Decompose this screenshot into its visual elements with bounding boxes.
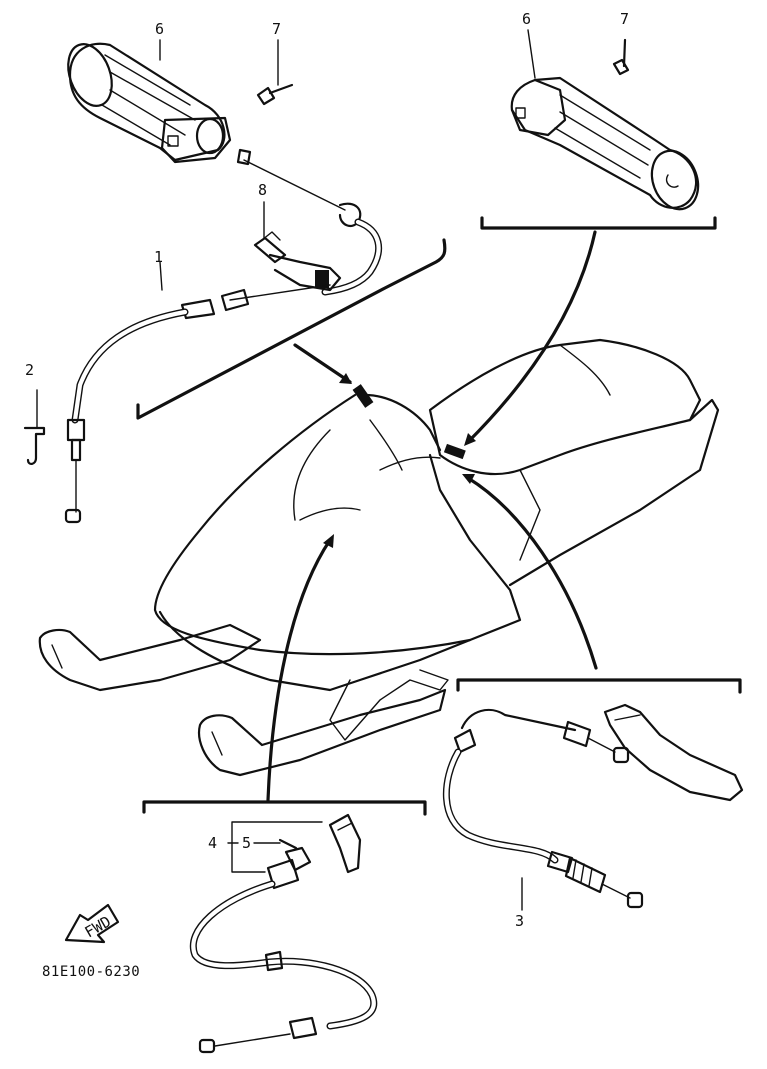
- callout-2: 2: [25, 361, 34, 379]
- callout-3: 3: [515, 912, 524, 930]
- group-brackets: [136, 216, 742, 816]
- screw-7-right: [612, 38, 630, 76]
- callouts: 6 7 8 1 2 6 7 4 5 3: [25, 10, 629, 930]
- top-right-group: [510, 38, 700, 211]
- bottom-right-group: [442, 703, 744, 911]
- pointer-arrows: [266, 230, 598, 802]
- bottom-center-group: [189, 813, 378, 1054]
- callout-1: 1: [154, 248, 163, 266]
- top-left-group: [23, 42, 382, 524]
- callout-7-left: 7: [272, 20, 281, 38]
- callout-7-right: 7: [620, 10, 629, 28]
- fwd-arrow-icon: FWD: [64, 903, 120, 944]
- callout-6-right: 6: [522, 10, 531, 28]
- callout-8: 8: [258, 181, 267, 199]
- fwd-label: FWD: [82, 912, 114, 941]
- left-grip: [67, 42, 232, 164]
- callout-4: 4: [208, 834, 217, 852]
- callout-5: 5: [242, 834, 251, 852]
- diagram-code: 81E100-6230: [42, 964, 140, 980]
- clip-2: [23, 389, 46, 465]
- clamp-8: [253, 231, 342, 292]
- snowmobile-body: [38, 338, 720, 777]
- callout-6-left: 6: [155, 20, 164, 38]
- screw-7: [256, 83, 294, 106]
